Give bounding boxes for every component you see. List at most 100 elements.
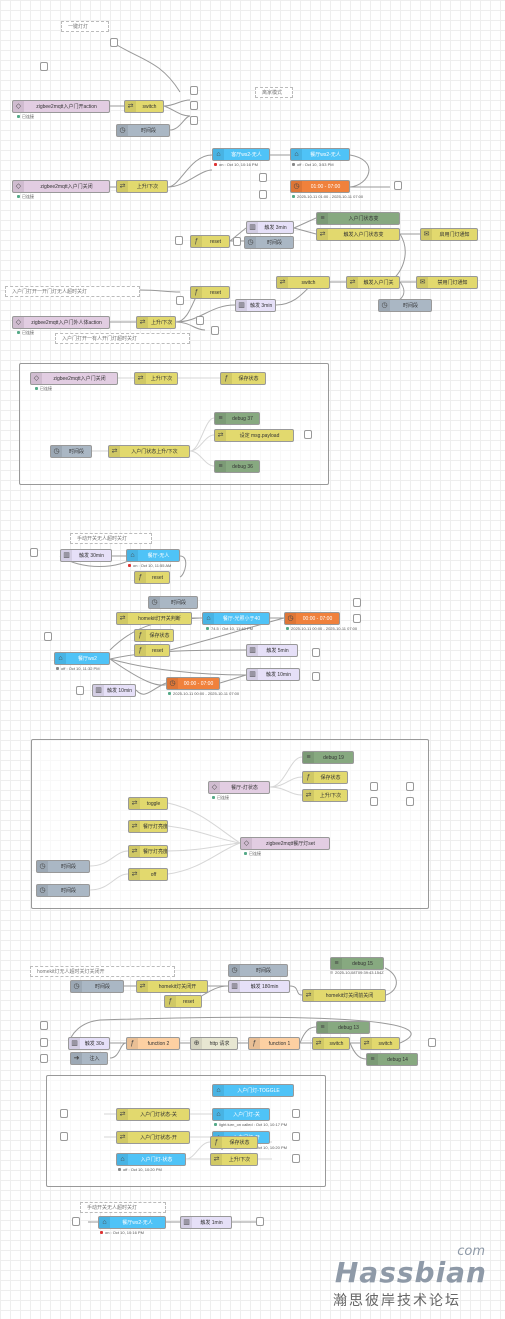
ha-sensor-node[interactable]: ⌂客厅ws2-无人 — [212, 148, 270, 161]
time-range-node[interactable]: ◷时间段 — [36, 860, 90, 873]
rise-fall-node[interactable]: ⇄上升/下次 — [136, 316, 176, 329]
inject-port[interactable] — [370, 797, 378, 806]
notify-node[interactable]: ✉禁用门灯通知 — [416, 276, 478, 289]
change-node[interactable]: ⇄触发入户门关 — [346, 276, 400, 289]
inject-port[interactable] — [76, 686, 84, 695]
change-node[interactable]: ⇄设定 msg.payload — [214, 429, 294, 442]
ha-state-node[interactable]: ⌂入户门灯-状态 — [116, 1153, 186, 1166]
change-node[interactable]: ⇄入户门灯状态-开 — [116, 1131, 190, 1144]
zigbee-set-node[interactable]: ◇zigbee2mqtt餐厅灯set — [240, 837, 330, 850]
comment-manual-switch[interactable]: 手动开关无人超时关灯 — [70, 533, 152, 544]
trigger-node[interactable]: ▥触发 3min — [235, 299, 276, 312]
switch-node[interactable]: ⇄homekit灯开关判断 — [116, 612, 192, 625]
ha-sensor-node[interactable]: ⌂餐厅-光照小于40 — [202, 612, 270, 625]
inject-port[interactable] — [292, 1132, 300, 1141]
debug-node[interactable]: ≡入户门状态变 — [316, 212, 400, 225]
inject-port[interactable] — [44, 632, 52, 641]
trigger-node[interactable]: ▥触发 30min — [60, 549, 112, 562]
ha-sensor-node[interactable]: ⌂餐厅ws2-无人 — [290, 148, 350, 161]
trigger-node[interactable]: ▥触发 5min — [246, 644, 298, 657]
inject-port[interactable] — [292, 1109, 300, 1118]
change-node[interactable]: ⇄入户门灯状态-关 — [116, 1108, 190, 1121]
ha-sensor-node[interactable]: ⌂餐厅ws2 — [54, 652, 110, 665]
zigbee-motion-node[interactable]: ◇zigbee2mqtt入户门外人体action — [12, 316, 110, 329]
trigger-node[interactable]: ▥触发 1min — [180, 1216, 232, 1229]
comment-door-open-person[interactable]: 入户门打开一有人开门灯超时关灯 — [55, 333, 190, 344]
zigbee-door-close-node[interactable]: ◇zigbee2mqtt入户门关闭 — [30, 372, 118, 385]
inject-port[interactable] — [256, 1217, 264, 1226]
time-range-node[interactable]: ◷时间段 — [244, 236, 294, 249]
time-range-node[interactable]: ◷时间段 — [116, 124, 170, 137]
time-range-node[interactable]: ◷时间段 — [36, 884, 90, 897]
zigbee-state-node[interactable]: ◇餐厅-灯状态 — [208, 781, 270, 794]
switch-node[interactable]: ⇄入户门状态上升/下次 — [108, 445, 190, 458]
debug-node[interactable]: ≡debug 13 — [316, 1021, 370, 1034]
inject-port[interactable] — [211, 326, 219, 335]
inject-port[interactable] — [190, 86, 198, 95]
inject-port[interactable] — [196, 316, 204, 325]
comment-homekit-light[interactable]: homekit灯无人超时关灯关闭开 — [30, 966, 175, 977]
debug-node[interactable]: ≡debug 37 — [214, 412, 260, 425]
inject-port[interactable] — [353, 614, 361, 623]
debug-node[interactable]: ≡debug 36 — [214, 460, 260, 473]
inject-port[interactable] — [353, 598, 361, 607]
rise-fall-node[interactable]: ⇄上升/下次 — [116, 180, 168, 193]
inject-port[interactable] — [394, 181, 402, 190]
change-node[interactable]: ⇄off — [128, 868, 168, 881]
time-range-node[interactable]: ◷00:00 - 07:00 — [166, 677, 220, 690]
time-range-node[interactable]: ◷时间段 — [70, 980, 124, 993]
debug-node[interactable]: ≡debug 19 — [302, 751, 354, 764]
inject-port[interactable] — [190, 101, 198, 110]
inject-port[interactable] — [259, 190, 267, 199]
notify-node[interactable]: ✉启用门灯通知 — [420, 228, 478, 241]
time-range-node[interactable]: ◷时间段 — [50, 445, 92, 458]
inject-port[interactable] — [312, 648, 320, 657]
switch-node[interactable]: ⇄switch — [360, 1037, 400, 1050]
ha-service-node[interactable]: ⌂入户门灯-TOGGLE — [212, 1084, 294, 1097]
inject-port[interactable] — [370, 782, 378, 791]
inject-port[interactable] — [233, 237, 241, 246]
switch-node[interactable]: ⇄switch — [276, 276, 330, 289]
change-node[interactable]: ⇄餐厅灯亮度-开-25 — [128, 820, 168, 833]
switch-node[interactable]: ⇄homekit灯关闭开 — [136, 980, 208, 993]
rise-fall-node[interactable]: ⇄上升/下次 — [302, 789, 348, 802]
inject-port[interactable] — [176, 296, 184, 305]
ha-sensor-node[interactable]: ⌂餐厅ws2-无人 — [98, 1216, 166, 1229]
switch-node[interactable]: ⇄switch — [312, 1037, 350, 1050]
inject-port[interactable] — [175, 236, 183, 245]
rise-fall-node[interactable]: ⇄上升/下次 — [210, 1153, 258, 1166]
inject-port[interactable] — [428, 1038, 436, 1047]
inject-port[interactable] — [292, 1154, 300, 1163]
trigger-node[interactable]: ▥触发 10min — [92, 684, 136, 697]
time-range-node[interactable]: ◷时间段 — [378, 299, 432, 312]
ha-sensor-node[interactable]: ⌂餐厅-无人 — [126, 549, 180, 562]
inject-port[interactable] — [72, 1217, 80, 1226]
inject-port[interactable] — [259, 173, 267, 182]
zigbee-door-action-node[interactable]: ◇zigbee2mqtt入户门开action — [12, 100, 110, 113]
time-range-node[interactable]: ◷时间段 — [228, 964, 288, 977]
change-node[interactable]: ⇄homekit灯关闭前关闭 — [302, 989, 386, 1002]
flow-group-dining-light[interactable] — [31, 739, 429, 909]
inject-port[interactable] — [40, 1038, 48, 1047]
inject-port[interactable] — [40, 1021, 48, 1030]
trigger-node[interactable]: ▥触发 180min — [228, 980, 290, 993]
inject-port[interactable] — [60, 1132, 68, 1141]
zigbee-door-close-node[interactable]: ◇zigbee2mqtt入户门关闭 — [12, 180, 110, 193]
ha-service-node[interactable]: ⌂入户门灯-关 — [212, 1108, 270, 1121]
inject-port[interactable] — [406, 782, 414, 791]
inject-port[interactable] — [304, 430, 312, 439]
change-node[interactable]: ⇄触发入户门状态变 — [316, 228, 400, 241]
debug-node[interactable]: ≡debug 15 — [330, 957, 384, 970]
http-request-node[interactable]: ⊕http 请求 — [190, 1037, 238, 1050]
trigger-node[interactable]: ▥触发 10min — [246, 668, 300, 681]
comment-one-key-light[interactable]: 一键灯灯 — [61, 21, 109, 32]
